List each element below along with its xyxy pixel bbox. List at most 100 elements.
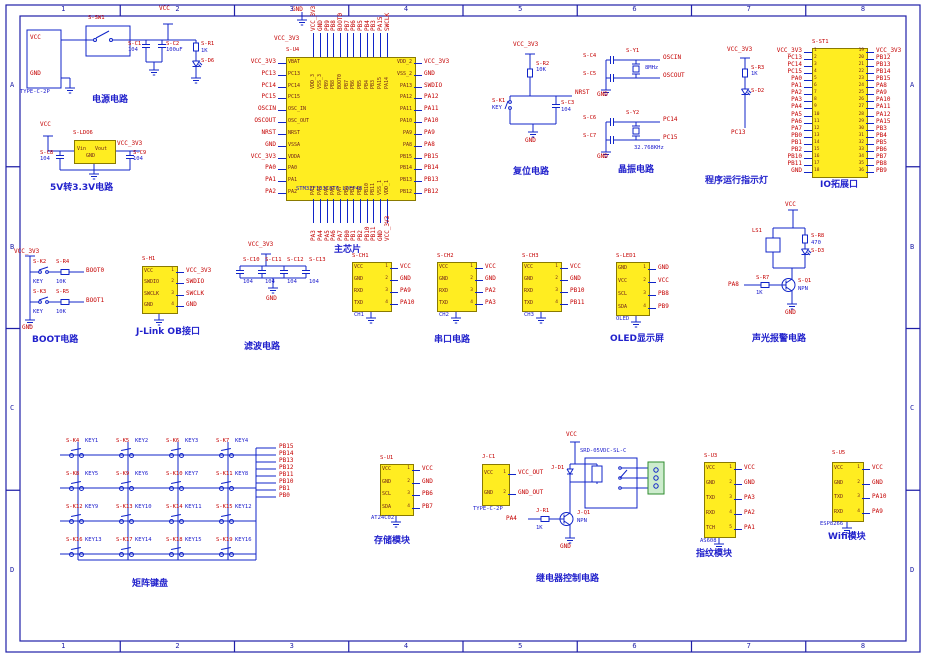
net-label: PB8 (876, 160, 887, 168)
wire (366, 33, 368, 57)
pin-number: 33 (858, 147, 864, 153)
mcu-stm32f103[interactable] (286, 57, 416, 201)
key-contact-icon (169, 486, 174, 491)
key-label: KEY13 (85, 537, 102, 543)
net-label: PA15 (876, 117, 891, 125)
title-keypad: 矩阵键盘 (132, 579, 169, 589)
key-button[interactable] (168, 513, 184, 527)
ldo-regulator[interactable] (74, 140, 116, 164)
net-label: VCC (658, 276, 669, 284)
io-expansion-header[interactable] (812, 48, 868, 178)
key-contact-icon (169, 519, 174, 524)
uart-ch1[interactable] (352, 262, 392, 312)
key-label: KEY15 (185, 537, 202, 543)
key-button[interactable] (68, 480, 84, 494)
key-button[interactable] (168, 447, 184, 461)
wire (414, 193, 422, 195)
output-connector[interactable] (482, 464, 510, 506)
capacitor-icon (605, 55, 619, 65)
component-value: 104 (561, 107, 571, 113)
wifi-esp8266[interactable] (832, 462, 864, 522)
key-button[interactable] (218, 447, 234, 461)
component-value: 470 (811, 240, 821, 246)
ref-designator: S-D6 (201, 58, 215, 64)
oled-display[interactable] (616, 262, 650, 316)
component-value: 10K (536, 67, 546, 73)
wire (380, 199, 381, 223)
key-button[interactable] (68, 447, 84, 461)
wire (734, 469, 742, 471)
ldo-circuit-wires (42, 135, 140, 180)
net-label: PB10 (787, 153, 802, 161)
ref-designator: S-LED1 (616, 253, 636, 259)
key-button[interactable] (218, 480, 234, 494)
resistor-icon (57, 269, 73, 275)
component-value: CH2 (439, 312, 449, 318)
uart-ch2[interactable] (437, 262, 477, 312)
key-button[interactable] (118, 447, 134, 461)
net-label: PB9 (658, 302, 669, 310)
pin-name: VCC (834, 465, 844, 472)
key-button[interactable] (68, 546, 84, 560)
ref-designator: S-C12 (287, 257, 304, 263)
uart-ch3[interactable] (522, 262, 562, 312)
net-label: GND (785, 309, 796, 316)
pin-number: 2 (385, 276, 388, 281)
zone-marker: 8 (860, 642, 866, 650)
net-label: NRST (575, 89, 590, 96)
pin-number: 1 (729, 465, 732, 471)
key-button[interactable] (168, 480, 184, 494)
net-label: PA6 (791, 117, 802, 125)
wire (278, 74, 286, 76)
key-button[interactable] (218, 513, 234, 527)
relay-circuit-wires (528, 441, 665, 544)
key-label: KEY16 (235, 537, 252, 543)
component-value: KEY (33, 279, 43, 285)
pin-name: RXD (524, 288, 534, 294)
pin-number: 31 (858, 132, 864, 138)
net-label: VCC_3V3 (117, 140, 143, 147)
pin-number: 20 (858, 54, 864, 60)
ref-designator: S-Y1 (626, 48, 640, 54)
title-oled: OLED显示屏 (610, 334, 665, 344)
ref-designator: S-K18 (166, 537, 183, 543)
pin-number: 2 (857, 479, 860, 485)
net-label: GND (266, 295, 277, 302)
pin-number: 3 (407, 491, 410, 497)
pin-number: 1 (857, 465, 860, 471)
pin-name: VCC (439, 264, 449, 270)
key-button[interactable] (68, 513, 84, 527)
pin-name: SCL (618, 290, 628, 297)
fingerprint-as608[interactable] (704, 462, 736, 538)
wire (648, 268, 656, 270)
key-button[interactable] (168, 546, 184, 560)
vcc-power-icon (162, 23, 174, 30)
pin-name: VDD_1 (383, 179, 390, 195)
wire (866, 136, 874, 138)
key-contact-icon (79, 552, 84, 557)
net-label: SWDIO (186, 278, 205, 286)
key-button[interactable] (118, 546, 134, 560)
key-button[interactable] (218, 546, 234, 560)
pin-number: 2 (503, 490, 506, 495)
net-label: PA4 (506, 515, 517, 522)
eeprom-at24c02[interactable] (380, 464, 414, 516)
pin-name: TXD (524, 300, 534, 306)
key-button[interactable] (118, 480, 134, 494)
led-icon (741, 85, 752, 99)
net-label: PB1 (791, 139, 802, 146)
jlink-ob-header[interactable] (142, 266, 178, 314)
wire (648, 294, 656, 296)
wire (414, 145, 422, 147)
key-actuator-icon (71, 480, 81, 485)
key-button[interactable] (118, 513, 134, 527)
title-power: 电源电路 (92, 95, 129, 105)
pin-name: SWCLK (144, 290, 160, 297)
net-label: SWCLK (186, 289, 205, 297)
key-contact-icon (69, 519, 74, 524)
component-value: 100uF (166, 47, 183, 53)
pin-number: 10 (814, 111, 820, 117)
net-label: PC14 (261, 81, 276, 89)
pin-number: 13 (814, 132, 820, 138)
pin-name: VCC (382, 466, 392, 473)
